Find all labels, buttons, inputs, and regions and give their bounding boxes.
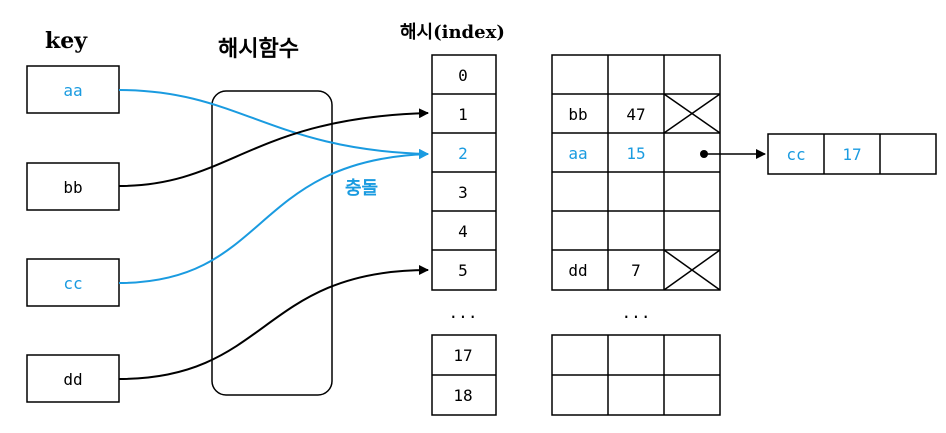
bucket-value: 15 bbox=[626, 144, 645, 163]
hash-function-box bbox=[211, 90, 333, 396]
key-box: aa bbox=[26, 65, 120, 114]
mapping-arrow-dd bbox=[118, 265, 429, 380]
null-pointer-icon bbox=[663, 93, 721, 134]
bucket-key: bb bbox=[568, 105, 587, 124]
key-box: cc bbox=[26, 258, 120, 307]
bucket-value: 7 bbox=[631, 261, 641, 280]
index-ellipsis: ... bbox=[449, 303, 478, 322]
mapping-arrow-bb bbox=[118, 108, 429, 187]
key-heading: key bbox=[45, 28, 88, 54]
hash-function-heading: 해시함수 bbox=[218, 36, 299, 62]
index-column-bottom: 17 18 bbox=[431, 334, 497, 416]
bucket-table-bottom bbox=[551, 334, 721, 416]
index-cell: 4 bbox=[458, 222, 468, 241]
key-box: dd bbox=[26, 354, 120, 403]
null-pointer-icon bbox=[663, 249, 721, 291]
index-cell: 5 bbox=[458, 261, 468, 280]
index-cell: 2 bbox=[458, 144, 468, 163]
key-label: cc bbox=[63, 274, 82, 293]
key-label: dd bbox=[63, 370, 82, 389]
bucket-value: 47 bbox=[626, 105, 645, 124]
chain-pointer-arrow bbox=[700, 149, 766, 159]
index-cell: 1 bbox=[458, 105, 468, 124]
key-box: bb bbox=[26, 162, 120, 211]
bucket-ellipsis: ... bbox=[622, 303, 651, 322]
collision-label: 충돌 bbox=[345, 178, 378, 199]
bucket-key: dd bbox=[568, 261, 587, 280]
chained-node: cc 17 bbox=[767, 133, 937, 175]
bucket-key: aa bbox=[568, 144, 587, 163]
index-cell: 18 bbox=[453, 386, 472, 405]
key-label: aa bbox=[63, 81, 82, 100]
key-label: bb bbox=[63, 178, 82, 197]
bucket-table: bb 47 aa 15 dd 7 bbox=[551, 54, 721, 291]
index-cell: 0 bbox=[458, 66, 468, 85]
index-cell: 3 bbox=[458, 183, 468, 202]
index-column: 0 1 2 3 4 5 bbox=[431, 54, 497, 291]
mapping-arrow-aa bbox=[118, 89, 429, 159]
index-cell: 17 bbox=[453, 346, 472, 365]
key-boxes: aa bb cc dd bbox=[26, 65, 120, 403]
hash-index-heading: 해시(index) bbox=[400, 22, 505, 43]
chained-key: cc bbox=[786, 145, 805, 164]
mapping-arrow-cc bbox=[118, 149, 429, 284]
chained-value: 17 bbox=[842, 145, 861, 164]
